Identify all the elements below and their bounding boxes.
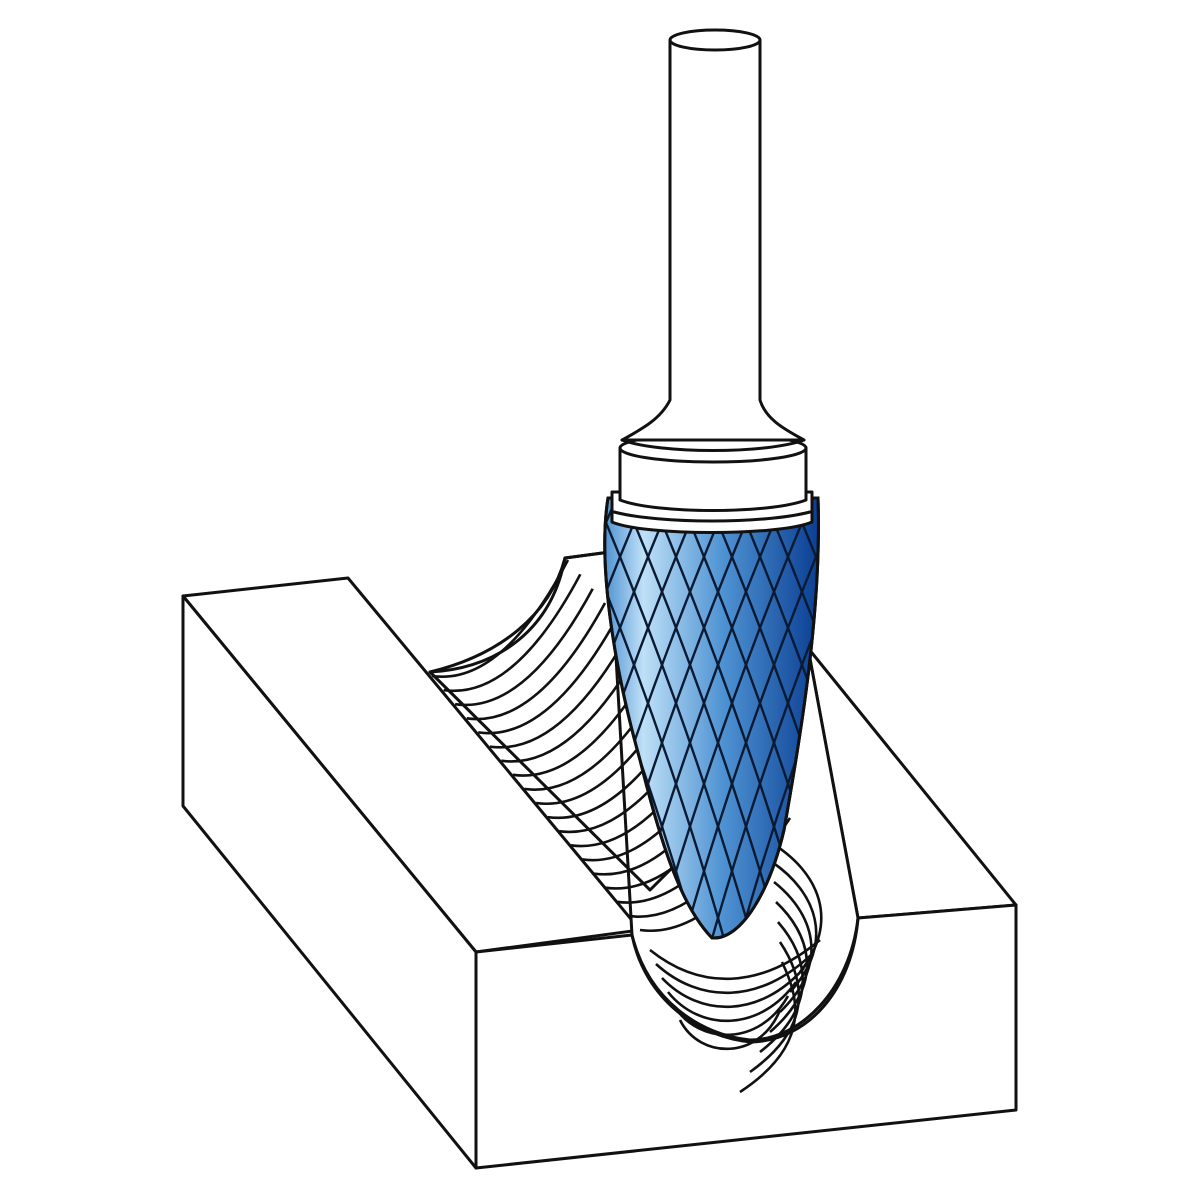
cut-mark-arc [478, 616, 619, 735]
cut-mark-arc [759, 921, 805, 1054]
cut-mark-arc [443, 573, 582, 693]
burr-neck [618, 446, 808, 512]
burr-shank-tip [668, 28, 762, 52]
flute-line [670, 498, 819, 939]
flute-line [698, 498, 819, 939]
cut-mark-arc [666, 981, 798, 1023]
cut-mark-arc [672, 995, 790, 1037]
cut-mark-arc [649, 939, 821, 981]
flute-line [980, 480, 1150, 960]
flute-line [604, 498, 654, 939]
cut-mark-arc [661, 967, 805, 1009]
flute-line [604, 498, 738, 939]
groove-surface [428, 550, 860, 1042]
cut-mark-arc [489, 631, 631, 749]
cut-mark-arc [773, 880, 813, 1013]
flute-line [604, 498, 760, 939]
flute-line [1008, 480, 1178, 960]
flute-line [782, 498, 819, 939]
cut-mark-arc [431, 559, 570, 679]
burr-head-outline [603, 496, 820, 940]
flute-line [604, 498, 682, 939]
cut-mark-arc [678, 1009, 782, 1051]
flute-line [1014, 480, 1184, 960]
carbide-burr [603, 28, 1200, 960]
cut-mark-arc [466, 602, 607, 721]
flute-line [1126, 480, 1200, 960]
flute-line [754, 498, 819, 939]
work-block [181, 576, 1018, 1170]
groove-far-edge [428, 556, 567, 674]
flute-line [676, 498, 819, 939]
groove-far-rim [563, 550, 612, 560]
burr-shank [620, 38, 806, 442]
groove-channel [428, 550, 860, 1094]
flute-line [604, 498, 732, 939]
burr-collar-ring [612, 510, 812, 523]
cut-mark-arc [749, 941, 801, 1074]
flute-line [1036, 480, 1200, 960]
cut-mark-arc [454, 588, 594, 707]
burr-shank-shoulder [620, 438, 806, 452]
cut-mark-arc [655, 953, 813, 995]
flute-line [1098, 480, 1200, 960]
flute-line [1042, 480, 1200, 960]
flute-line [986, 480, 1156, 960]
flute-line [1070, 480, 1200, 960]
flute-line [704, 498, 819, 939]
